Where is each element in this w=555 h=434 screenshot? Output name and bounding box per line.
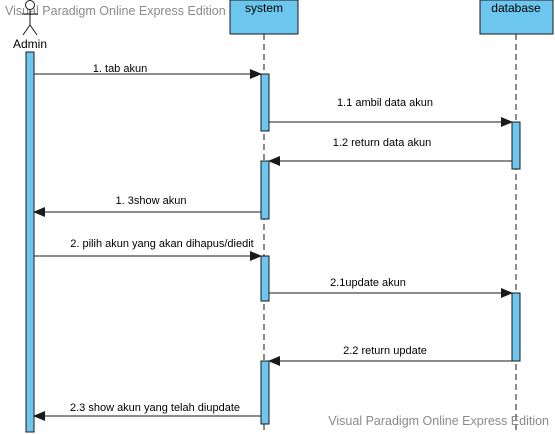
activation-admin: [25, 51, 35, 433]
message-label: 2.2 return update: [343, 345, 427, 357]
participant-system: system: [229, 0, 299, 35]
message-2: 2. pilih akun yang akan dihapus/diedit: [34, 238, 262, 261]
message-2-2: 2.2 return update: [268, 345, 512, 366]
message-label: 2. pilih akun yang akan dihapus/diedit: [70, 238, 253, 250]
message-1-1: 1.1 ambil data akun: [269, 97, 513, 127]
activation-system-4: [260, 360, 270, 425]
activation-system-3: [260, 255, 270, 302]
message-label: 2.1update akun: [330, 277, 406, 289]
participant-database-box: [479, 0, 554, 35]
message-2-3: 2.3 show akun yang telah diupdate: [33, 402, 261, 421]
message-1: 1. tab akun: [34, 63, 262, 79]
actor-label: Admin: [13, 37, 47, 51]
activation-database-1: [511, 121, 521, 170]
message-label: 2.3 show akun yang telah diupdate: [70, 402, 240, 414]
message-label: 1.1 ambil data akun: [337, 97, 433, 109]
activation-database-2: [511, 292, 521, 362]
message-1-2: 1.2 return data akun: [268, 137, 512, 166]
actor-admin: Admin: [13, 0, 47, 51]
activation-system-2: [260, 160, 270, 220]
message-1-3: 1. 3show akun: [33, 195, 261, 217]
participant-database-label: database: [491, 1, 541, 15]
message-2-1: 2.1update akun: [269, 277, 513, 298]
participant-database: database: [479, 0, 554, 35]
activation-system-1: [260, 73, 270, 132]
watermark-bottom: Visual Paradigm Online Express Edition: [328, 414, 549, 428]
participant-system-label: system: [245, 1, 283, 15]
message-label: 1. tab akun: [93, 63, 147, 75]
stick-figure-icon: [22, 0, 38, 36]
message-label: 1. 3show akun: [116, 195, 187, 207]
participant-system-box: [229, 0, 299, 35]
watermark-top: Visual Paradigm Online Express Edition: [5, 4, 226, 18]
message-label: 1.2 return data akun: [333, 137, 431, 149]
